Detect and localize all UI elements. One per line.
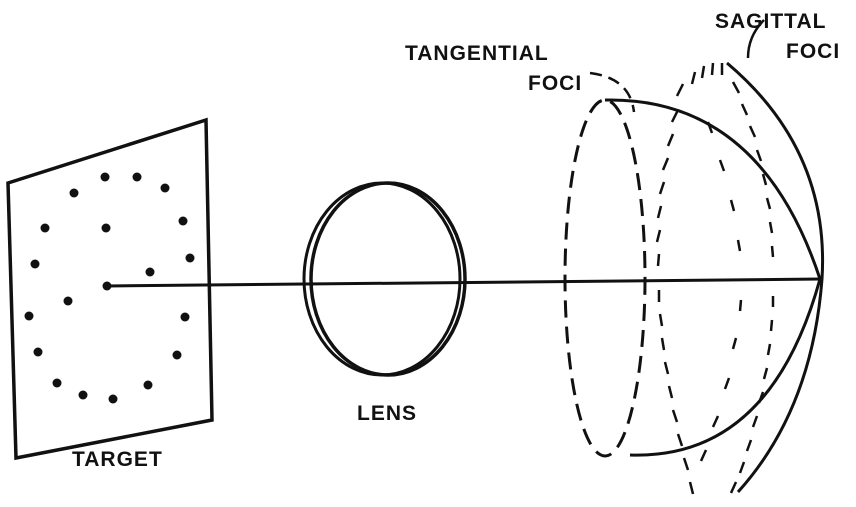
target-dots bbox=[24, 172, 195, 404]
hatch-stroke bbox=[740, 103, 749, 116]
hatch-stroke bbox=[656, 205, 663, 219]
target-dot bbox=[63, 296, 73, 306]
hatch-stroke bbox=[729, 199, 736, 212]
hatch-stroke bbox=[688, 481, 695, 495]
hatch-stroke bbox=[766, 343, 772, 356]
tangential-leader-line bbox=[589, 71, 636, 113]
lens-rim-back bbox=[302, 181, 462, 377]
hatch-stroke bbox=[710, 62, 715, 76]
target-dot bbox=[160, 183, 170, 193]
hatch-stroke bbox=[675, 83, 685, 97]
hatch-stroke bbox=[711, 415, 720, 428]
target-dot bbox=[30, 259, 40, 269]
target-dot bbox=[185, 253, 195, 263]
hatch-stroke bbox=[690, 71, 697, 85]
hatch-stroke bbox=[667, 385, 674, 399]
hatch-stroke bbox=[706, 121, 714, 134]
target-dot bbox=[33, 347, 43, 357]
hatch-stroke bbox=[700, 65, 706, 79]
lens-rim-front bbox=[309, 181, 467, 377]
hatch-stroke bbox=[736, 239, 742, 252]
hatch-stroke bbox=[768, 221, 774, 234]
target-dot bbox=[69, 188, 79, 198]
hatch-stroke bbox=[723, 377, 731, 390]
hatch-stroke bbox=[762, 367, 769, 380]
target-dot bbox=[100, 172, 110, 182]
tangential-focal-ellipse bbox=[563, 98, 647, 458]
hatched-shell-top bbox=[690, 62, 724, 85]
focal-surface-lower-curve bbox=[629, 278, 822, 457]
hatched-shell-left bbox=[655, 83, 695, 495]
hatch-stroke bbox=[745, 439, 753, 452]
tangential-foci-label-line1: TANGENTIAL bbox=[405, 42, 549, 65]
target-dot bbox=[52, 378, 62, 388]
hatch-stroke bbox=[729, 481, 738, 494]
sagittal-leader-line bbox=[746, 19, 765, 59]
target-dot bbox=[180, 312, 190, 322]
hatch-stroke bbox=[748, 125, 757, 138]
hatch-stroke bbox=[676, 433, 684, 447]
target-dot bbox=[145, 267, 155, 277]
target-dot bbox=[143, 380, 153, 390]
hatch-stroke bbox=[666, 133, 675, 147]
hatch-stroke bbox=[731, 81, 741, 94]
sagittal-outer-curve bbox=[726, 61, 825, 494]
lens-label: LENS bbox=[357, 402, 417, 425]
hatch-stroke bbox=[770, 245, 775, 258]
hatch-stroke bbox=[660, 337, 666, 351]
hatch-stroke bbox=[769, 319, 774, 332]
hatch-stroke bbox=[738, 299, 743, 312]
hatch-stroke bbox=[699, 449, 708, 462]
focal-surfaces bbox=[563, 61, 825, 495]
hatch-stroke bbox=[656, 253, 661, 267]
hatch-stroke bbox=[655, 229, 662, 243]
hatch-stroke bbox=[663, 361, 670, 375]
sagittal-foci-label-line1: SAGITTAL bbox=[715, 10, 826, 33]
target-dot bbox=[172, 350, 182, 360]
target bbox=[6, 117, 214, 461]
hatch-stroke bbox=[738, 461, 746, 474]
hatch-stroke bbox=[731, 337, 738, 350]
hatch-stroke bbox=[765, 197, 772, 210]
target-plane bbox=[6, 117, 214, 461]
hatch-stroke bbox=[661, 157, 670, 171]
focal-surface-upper-curve bbox=[604, 98, 822, 280]
hatch-stroke bbox=[751, 415, 759, 428]
hatch-stroke bbox=[658, 181, 666, 195]
target-dot bbox=[178, 216, 188, 226]
hatch-stroke bbox=[658, 313, 664, 327]
hatch-stroke bbox=[682, 457, 690, 471]
target-dot bbox=[108, 394, 118, 404]
target-dot bbox=[101, 223, 111, 233]
target-dot bbox=[132, 172, 142, 182]
hatch-stroke bbox=[718, 159, 726, 172]
lens bbox=[302, 181, 467, 377]
hatch-stroke bbox=[670, 109, 680, 123]
hatched-shell-interior bbox=[699, 121, 743, 462]
hatch-stroke bbox=[671, 409, 679, 423]
target-label: TARGET bbox=[72, 448, 163, 471]
hatch-stroke bbox=[755, 149, 763, 162]
hatched-shell-right bbox=[729, 81, 775, 494]
target-dot bbox=[24, 311, 34, 321]
hatch-stroke bbox=[761, 173, 768, 186]
target-dot bbox=[78, 390, 88, 400]
hatch-stroke bbox=[757, 391, 765, 404]
sagittal-foci-label-line2: FOCI bbox=[786, 40, 840, 63]
target-dot bbox=[40, 223, 50, 233]
tangential-foci-label-line2: FOCI bbox=[528, 72, 582, 95]
